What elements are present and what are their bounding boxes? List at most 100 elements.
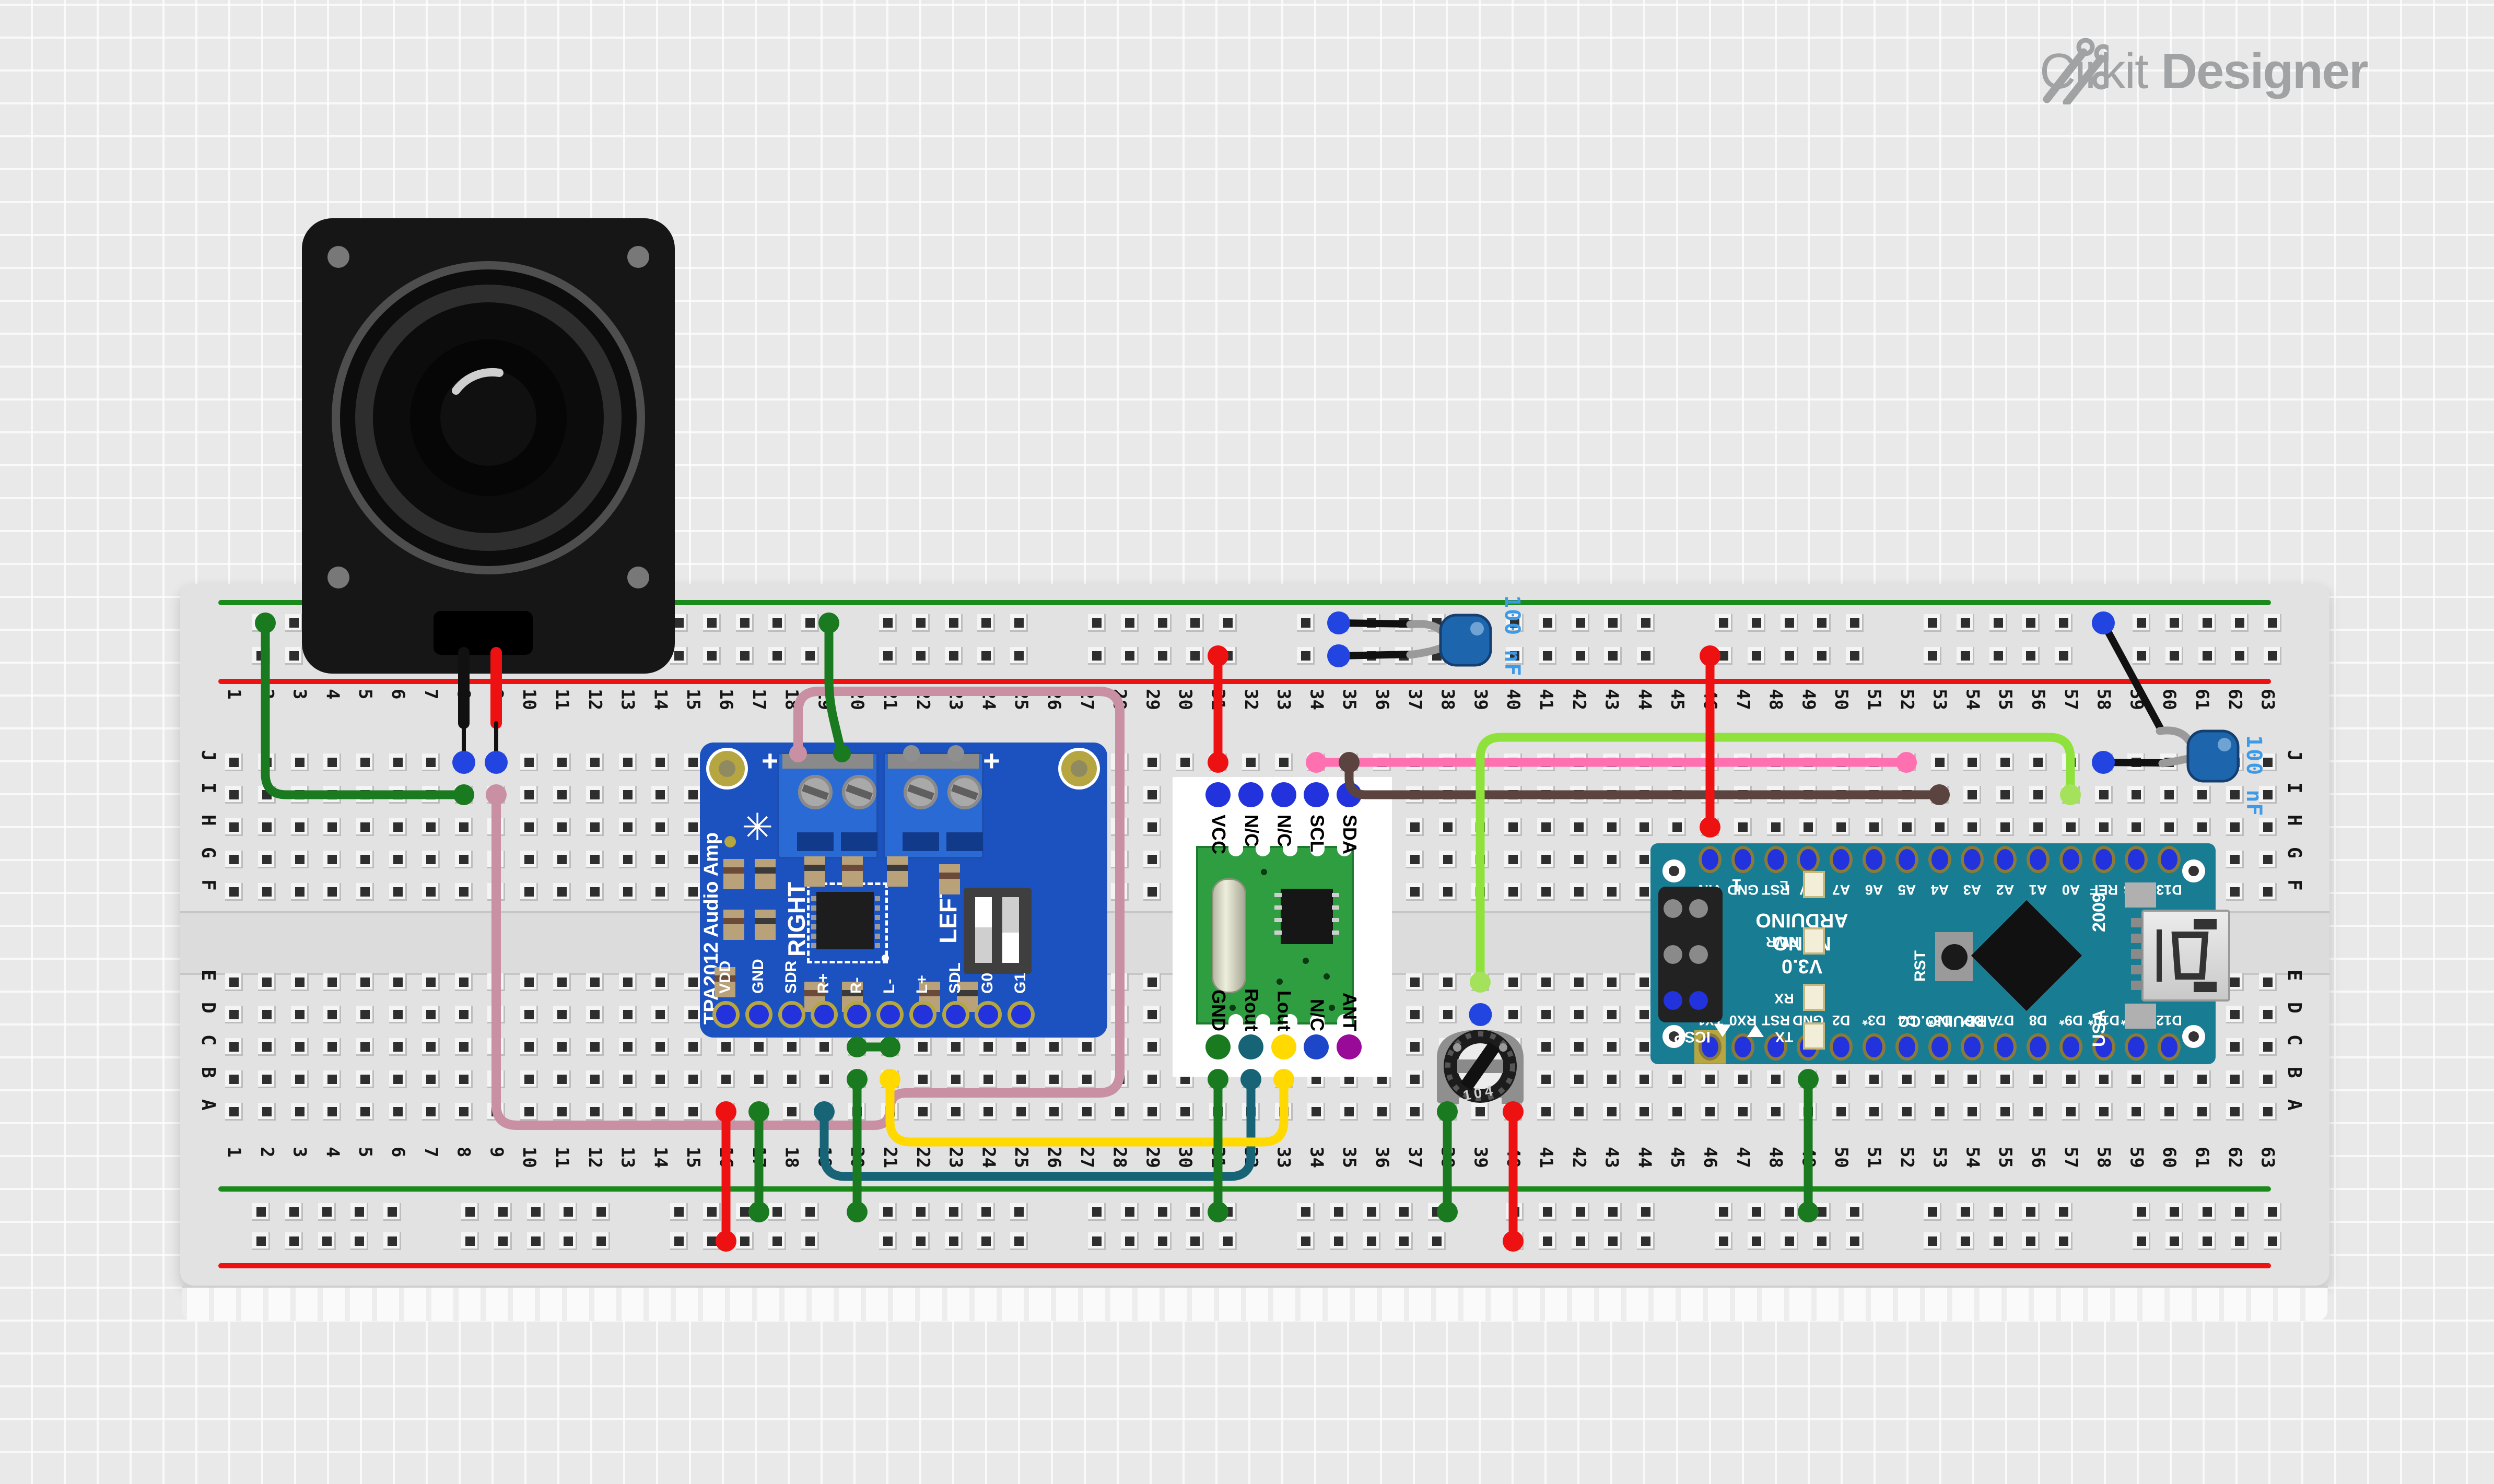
- breadboard-hole[interactable]: [389, 818, 407, 836]
- breadboard-hole[interactable]: [1406, 973, 1424, 991]
- breadboard-hole[interactable]: [1602, 883, 1621, 901]
- breadboard-hole[interactable]: [1504, 818, 1523, 836]
- breadboard-hole[interactable]: [2029, 786, 2047, 804]
- breadboard-hole[interactable]: [2160, 786, 2179, 804]
- breadboard-hole[interactable]: [651, 973, 670, 991]
- breadboard-hole[interactable]: [1570, 851, 1588, 868]
- wire-red-A16-to-rail-endpoint[interactable]: [716, 1101, 736, 1122]
- breadboard-hole[interactable]: [1570, 973, 1588, 991]
- breadboard-hole[interactable]: [1438, 883, 1457, 901]
- breadboard-hole[interactable]: [356, 1006, 374, 1023]
- breadboard-hole[interactable]: [323, 883, 342, 901]
- breadboard-hole[interactable]: [684, 883, 702, 901]
- breadboard-hole[interactable]: [651, 753, 670, 771]
- breadboard-hole[interactable]: [1602, 1038, 1621, 1056]
- breadboard-hole[interactable]: [1799, 818, 1818, 836]
- breadboard-hole[interactable]: [946, 1038, 965, 1056]
- breadboard-hole[interactable]: [618, 973, 637, 991]
- breadboard-hole[interactable]: [618, 753, 637, 771]
- breadboard-hole[interactable]: [1438, 1006, 1457, 1023]
- breadboard-hole[interactable]: [618, 1006, 637, 1023]
- wire-pink-scl-endpoint[interactable]: [1306, 752, 1327, 773]
- breadboard-hole[interactable]: [2160, 818, 2179, 836]
- breadboard-hole[interactable]: [618, 786, 637, 804]
- wire-rose-speaker-to-amp[interactable]: [491, 687, 1125, 1130]
- breadboard-hole[interactable]: [2258, 973, 2277, 991]
- wire-green-jumper-C20-C21-endpoint[interactable]: [880, 1037, 900, 1057]
- breadboard-hole[interactable]: [2226, 1006, 2244, 1023]
- breadboard-hole[interactable]: [421, 883, 440, 901]
- wire-yellow-lout-endpoint[interactable]: [880, 1069, 900, 1090]
- breadboard-hole[interactable]: [421, 1038, 440, 1056]
- breadboard-hole[interactable]: [586, 1038, 604, 1056]
- wire-red-rail-to-vin-endpoint[interactable]: [1700, 645, 1720, 666]
- breadboard-hole[interactable]: [1406, 851, 1424, 868]
- breadboard-hole[interactable]: [1012, 1038, 1031, 1056]
- breadboard-hole[interactable]: [454, 851, 473, 868]
- breadboard-hole[interactable]: [323, 1006, 342, 1023]
- breadboard-hole[interactable]: [1602, 851, 1621, 868]
- breadboard-hole[interactable]: [2127, 818, 2146, 836]
- wire-red-pot-to-rail-endpoint[interactable]: [1503, 1101, 1524, 1122]
- breadboard-hole[interactable]: [553, 1038, 571, 1056]
- breadboard-hole[interactable]: [651, 1006, 670, 1023]
- wire-red-rail-to-fm-vcc-endpoint[interactable]: [1208, 645, 1228, 666]
- breadboard-hole[interactable]: [553, 883, 571, 901]
- breadboard-hole[interactable]: [1570, 1038, 1588, 1056]
- wire-green-rail-to-amp-terminal-endpoint[interactable]: [818, 613, 839, 633]
- pot-wiper-pin[interactable]: [1469, 1003, 1492, 1026]
- breadboard-hole[interactable]: [2029, 753, 2047, 771]
- breadboard-hole[interactable]: [1635, 851, 1654, 868]
- breadboard-hole[interactable]: [1406, 818, 1424, 836]
- speaker-lead-red-tip-endpoint[interactable]: [485, 751, 508, 774]
- breadboard-hole[interactable]: [356, 1038, 374, 1056]
- breadboard-hole[interactable]: [979, 1038, 998, 1056]
- breadboard-hole[interactable]: [323, 818, 342, 836]
- breadboard-hole[interactable]: [1734, 818, 1752, 836]
- breadboard-hole[interactable]: [1176, 753, 1195, 771]
- breadboard-hole[interactable]: [651, 851, 670, 868]
- wire-brown-sda[interactable]: [1344, 758, 1944, 799]
- breadboard-hole[interactable]: [1963, 818, 1982, 836]
- breadboard-hole[interactable]: [323, 753, 342, 771]
- breadboard-hole[interactable]: [684, 1006, 702, 1023]
- wire-green-A17-to-rail-endpoint[interactable]: [748, 1101, 769, 1122]
- breadboard-hole[interactable]: [257, 818, 276, 836]
- breadboard-hole[interactable]: [684, 753, 702, 771]
- breadboard-hole[interactable]: [225, 851, 243, 868]
- wire-red-A16-to-rail-endpoint[interactable]: [716, 1231, 736, 1252]
- breadboard-hole[interactable]: [1078, 1038, 1096, 1056]
- breadboard-hole[interactable]: [1570, 1006, 1588, 1023]
- breadboard-hole[interactable]: [389, 1006, 407, 1023]
- breadboard-hole[interactable]: [684, 1038, 702, 1056]
- breadboard-hole[interactable]: [257, 973, 276, 991]
- wire-green-B20-to-rail-endpoint[interactable]: [847, 1202, 868, 1222]
- breadboard-hole[interactable]: [1406, 883, 1424, 901]
- breadboard-hole[interactable]: [225, 753, 243, 771]
- breadboard-hole[interactable]: [520, 1006, 538, 1023]
- wire-green-rail-to-I8-endpoint[interactable]: [453, 784, 474, 805]
- wire-green-nano-gnd-to-rail-endpoint[interactable]: [1798, 1202, 1819, 1222]
- breadboard-hole[interactable]: [2258, 851, 2277, 868]
- breadboard-hole[interactable]: [1504, 973, 1523, 991]
- breadboard-hole[interactable]: [1668, 818, 1687, 836]
- wire-green-fm-gnd-to-rail-endpoint[interactable]: [1208, 1069, 1228, 1090]
- breadboard-hole[interactable]: [1045, 1038, 1063, 1056]
- breadboard-hole[interactable]: [1570, 883, 1588, 901]
- breadboard-hole[interactable]: [1635, 818, 1654, 836]
- ceramic-capacitor[interactable]: [1439, 614, 1492, 667]
- breadboard-hole[interactable]: [356, 883, 374, 901]
- ceramic-capacitor[interactable]: [2186, 729, 2240, 783]
- breadboard-hole[interactable]: [618, 818, 637, 836]
- wire-lightgreen-wiper-to-A0[interactable]: [1476, 733, 2075, 987]
- breadboard-hole[interactable]: [389, 973, 407, 991]
- breadboard-hole[interactable]: [356, 973, 374, 991]
- breadboard-hole[interactable]: [1143, 973, 1162, 991]
- breadboard-hole[interactable]: [2094, 818, 2113, 836]
- breadboard-hole[interactable]: [421, 1006, 440, 1023]
- breadboard-hole[interactable]: [1635, 1038, 1654, 1056]
- wire-green-rail-to-I8[interactable]: [261, 618, 469, 799]
- breadboard-hole[interactable]: [2226, 851, 2244, 868]
- breadboard-hole[interactable]: [323, 973, 342, 991]
- breadboard-hole[interactable]: [1537, 851, 1555, 868]
